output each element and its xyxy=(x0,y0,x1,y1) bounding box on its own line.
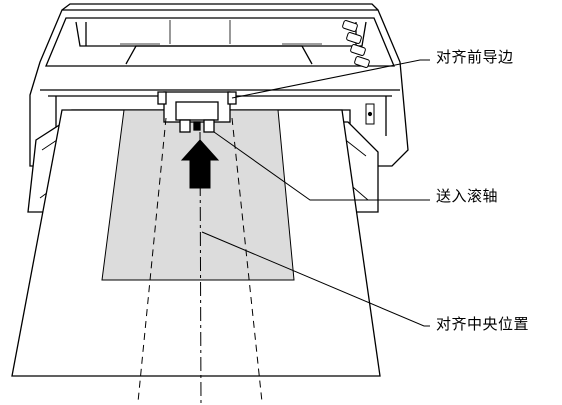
callout-feed-roller: 送入滚轴 xyxy=(436,187,499,205)
shaded-document xyxy=(101,109,295,281)
scanner-body xyxy=(29,3,409,167)
callout-alignment-guide: 对齐前导边 xyxy=(436,48,514,66)
callout-leaders xyxy=(201,59,430,327)
control-panel-buttons xyxy=(342,20,375,125)
callout-center-alignment: 对齐中央位置 xyxy=(436,315,530,333)
leader-center-alignment xyxy=(201,231,430,327)
leader-feed-roller xyxy=(213,131,430,201)
insertion-arrow xyxy=(180,139,220,189)
leader-alignment-guide xyxy=(231,59,430,99)
